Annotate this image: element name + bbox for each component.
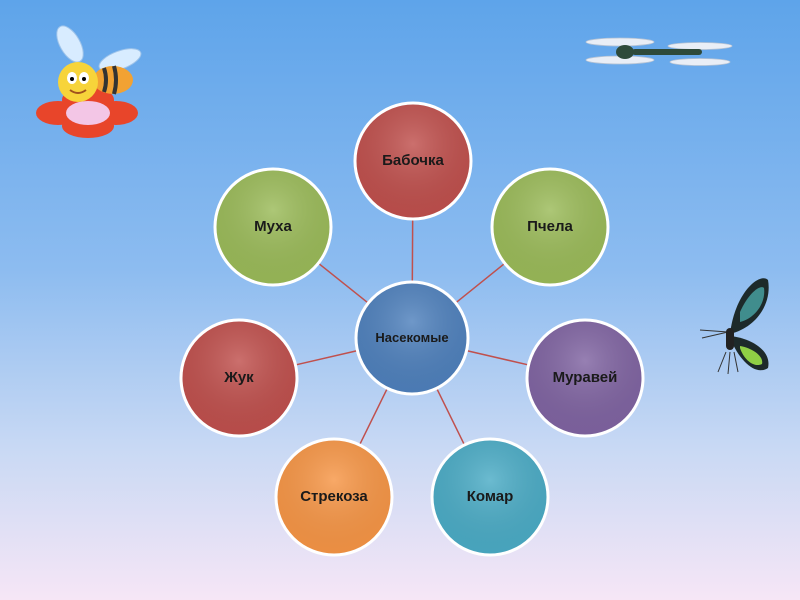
node-circle-strekoza-shine (277, 440, 391, 554)
node-label-muravey: Муравей (552, 369, 618, 386)
node-circle-komar-shine (433, 440, 547, 554)
node-label-strekoza: Стрекоза (300, 488, 368, 505)
center-circle-shine (357, 283, 467, 393)
node-circle-babochka-shine (356, 104, 470, 218)
connector-zhuk (295, 349, 358, 366)
center-label: Насекомые (375, 330, 449, 345)
dragonfly-icon (585, 37, 733, 66)
node-label-pchela: Пчела (527, 218, 573, 235)
butterfly-icon (699, 278, 769, 375)
bee-flower-icon (36, 25, 142, 138)
node-circle-pchela-shine (493, 170, 607, 284)
connector-pchela (455, 262, 506, 304)
connector-mukha (317, 262, 369, 304)
node-circle-muravey-shine (528, 321, 642, 435)
node-label-mukha: Муха (254, 218, 292, 235)
connector-strekoza (358, 387, 389, 446)
connector-muravey (466, 349, 529, 366)
node-circle-mukha-shine (216, 170, 330, 284)
node-label-komar: Комар (466, 488, 514, 505)
node-circle-zhuk-shine (182, 321, 296, 435)
node-label-babochka: Бабочка (382, 152, 444, 169)
connector-komar (435, 387, 466, 446)
node-label-zhuk: Жук (224, 369, 254, 386)
